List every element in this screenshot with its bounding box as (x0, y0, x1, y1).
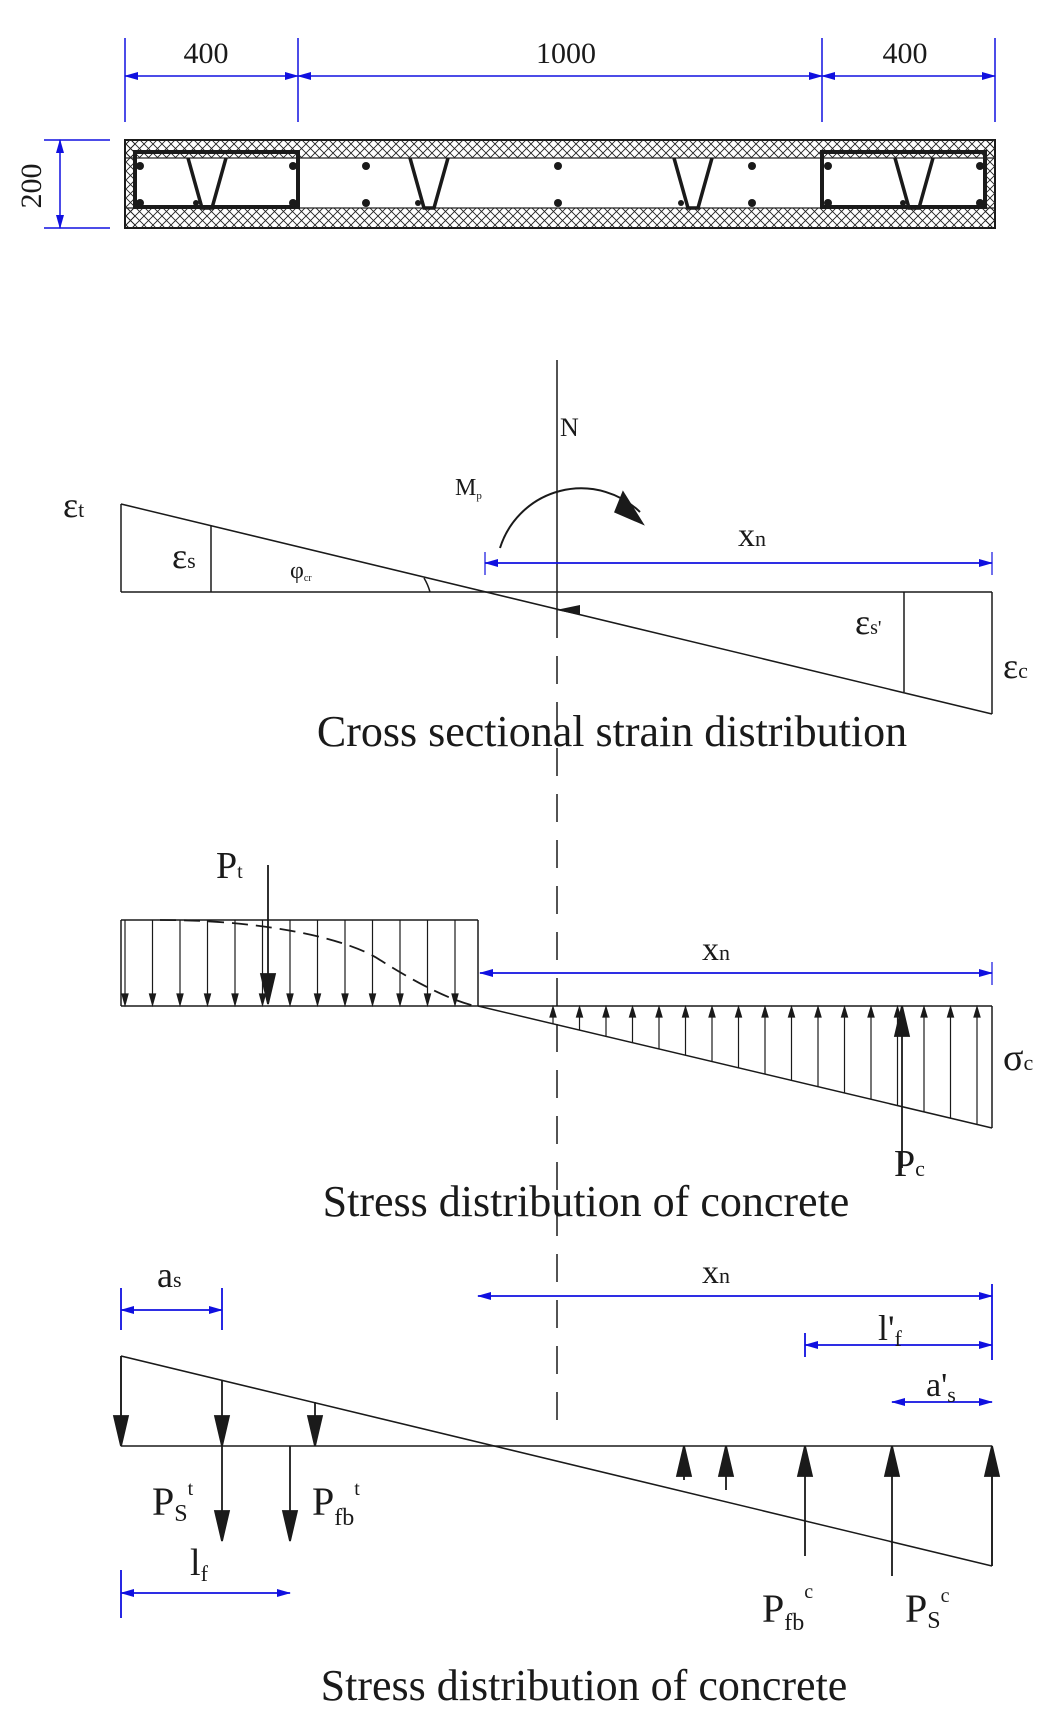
tension-arrow (258, 920, 267, 1008)
compression-arrow (840, 1004, 849, 1093)
label-strain-xn: xn (738, 517, 766, 554)
label-lf-prime: l'f (878, 1308, 903, 1351)
tension-arrow (341, 920, 349, 1008)
label-moment: Mp (455, 475, 482, 502)
tension-arrow (231, 920, 239, 1008)
tension-arrow (121, 920, 129, 1008)
compression-stress-arrows (549, 1004, 981, 1125)
compression-arrow (602, 1004, 610, 1037)
label-Pt: Pt (216, 845, 243, 887)
stress-diagram (120, 919, 993, 1129)
compression-arrow (787, 1004, 796, 1081)
label-Ps-t: PSt (152, 1478, 194, 1527)
label-as-prime: a's (926, 1367, 956, 1407)
compression-arrow (549, 1004, 557, 1024)
compression-arrow (761, 1004, 769, 1075)
tension-arrow (286, 920, 294, 1008)
tension-arrow (423, 920, 432, 1008)
label-eps-s: εs (172, 536, 196, 576)
force-dimensions (120, 1284, 993, 1618)
compression-arrow (575, 1004, 584, 1031)
label-sigma-c: σc (1003, 1037, 1033, 1079)
tension-arrow (368, 920, 377, 1008)
tension-arrow (148, 920, 157, 1008)
label-axial-force: N (560, 413, 579, 442)
caption-stress: Stress distribution of concrete (323, 1177, 850, 1226)
stress-xn-dimension (479, 962, 993, 985)
label-force-xn: xn (702, 1254, 730, 1291)
compression-arrow (814, 1004, 822, 1087)
stirrups (133, 150, 987, 209)
label-Pfb-c: Pfbc (762, 1581, 813, 1636)
tension-arrow (313, 920, 322, 1008)
compression-arrow (946, 1004, 955, 1119)
label-phi-cr: φcr (290, 558, 312, 584)
cross-section: 400 1000 400 200 (15, 37, 996, 229)
label-eps-t: εt (63, 485, 84, 525)
force-arrows (112, 1356, 1001, 1576)
slab-body (124, 139, 996, 229)
tension-arrow (396, 920, 404, 1008)
caption-forces: Stress distribution of concrete (321, 1661, 848, 1710)
strain-xn-dimension (484, 552, 993, 575)
caption-strain: Cross sectional strain distribution (317, 707, 907, 756)
label-Ps-c: PSc (905, 1585, 950, 1634)
compression-arrow (920, 1004, 928, 1112)
rebar-dots (136, 162, 984, 207)
dim-height-label: 200 (15, 164, 48, 209)
label-Pfb-t: Pfbt (312, 1478, 360, 1531)
tension-arrow (176, 920, 184, 1008)
label-lf: lf (190, 1542, 209, 1586)
dim-right-label: 400 (883, 37, 928, 70)
label-Pc: Pc (894, 1143, 925, 1185)
stress-resultant-arrows (259, 865, 911, 1168)
tension-arrow (203, 920, 212, 1008)
strain-diagram (120, 487, 993, 715)
tension-stress-arrows (121, 920, 459, 1008)
label-as: as (157, 1255, 182, 1295)
compression-arrow (681, 1004, 690, 1056)
force-diagram (120, 1355, 993, 1567)
dim-middle-label: 1000 (536, 37, 596, 70)
label-eps-s-prime: εs' (855, 602, 882, 642)
tension-arrow (451, 920, 459, 1008)
top-dimension-line (44, 38, 996, 229)
compression-arrow (628, 1004, 637, 1043)
compression-arrow (708, 1004, 716, 1062)
compression-arrow (867, 1004, 875, 1100)
label-stress-xn: xn (702, 931, 730, 968)
compression-arrow (734, 1004, 743, 1068)
dim-left-label: 400 (184, 37, 229, 70)
compression-arrow (655, 1004, 663, 1049)
truss-webs (186, 157, 935, 210)
label-eps-c: εc (1003, 646, 1028, 686)
compression-arrow (973, 1004, 981, 1125)
